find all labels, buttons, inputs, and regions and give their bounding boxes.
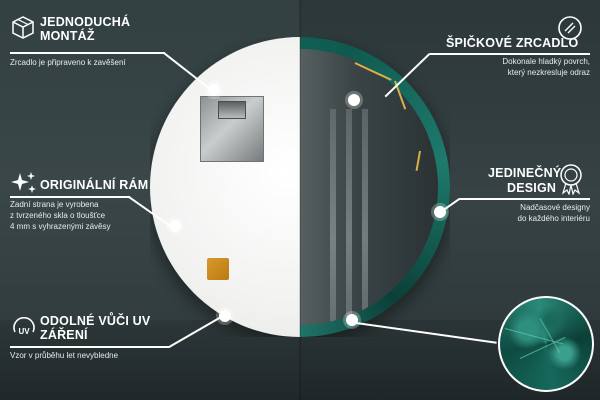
frame-connector (10, 196, 130, 198)
reflection-stripe (330, 109, 336, 325)
packaging-description: Zrcadlo je připraveno k zavěšení (10, 58, 126, 67)
zoom-marker (346, 314, 358, 326)
reflection-stripe (346, 109, 352, 325)
svg-text:UV: UV (18, 327, 30, 336)
uv-title-line2: ZÁŘENÍ (40, 328, 88, 342)
mirror-description-line1: Dokonale hladký povrch, (502, 57, 590, 66)
award-badge-icon (560, 164, 582, 195)
split-divider (299, 0, 301, 400)
sparkle-icon (11, 172, 36, 193)
marble-detail-zoom (498, 296, 594, 392)
frame-description-line2: z tvrzeného skla o tloušťce (10, 211, 106, 220)
design-marker (434, 206, 446, 218)
box-icon (12, 16, 34, 39)
packaging-connector (10, 52, 165, 54)
hanging-slot (218, 101, 246, 119)
mirror-icon (558, 16, 582, 40)
zoom-vein (519, 336, 566, 359)
design-title-line2: DESIGN (507, 181, 557, 195)
mirror-title: ŠPIČKOVÉ ZRCADLO (446, 36, 579, 50)
frame-description-line3: 4 mm s vyhrazenými závěsy (10, 222, 111, 231)
packaging-marker (208, 84, 220, 96)
design-description-line2: do každého interiéru (517, 214, 591, 223)
mirror-description-line2: který nezkresluje odraz (507, 68, 590, 77)
uv-icon: UV (13, 316, 35, 336)
frame-description-line1: Zadní strana je vyrobena (10, 200, 99, 209)
frame-marker (169, 220, 181, 232)
design-title-line1: JEDINEČNÝ (488, 166, 562, 180)
reflection-stripe (362, 109, 368, 325)
uv-description: Vzor v průběhu let nevybledne (10, 351, 119, 360)
mirror-connector (430, 53, 590, 55)
wall-pad (207, 258, 229, 280)
design-description-line1: Nadčasové designy (520, 203, 590, 212)
packaging-title-line1: JEDNODUCHÁ (40, 15, 131, 29)
uv-marker (219, 310, 231, 322)
uv-connector (10, 346, 170, 348)
uv-title-line1: ODOLNÉ VŮČI UV (40, 314, 151, 328)
mirror-marker (348, 94, 360, 106)
frame-title: ORIGINÁLNÍ RÁM (40, 178, 149, 192)
packaging-title-line2: MONTÁŽ (40, 29, 95, 43)
design-connector (460, 198, 590, 200)
